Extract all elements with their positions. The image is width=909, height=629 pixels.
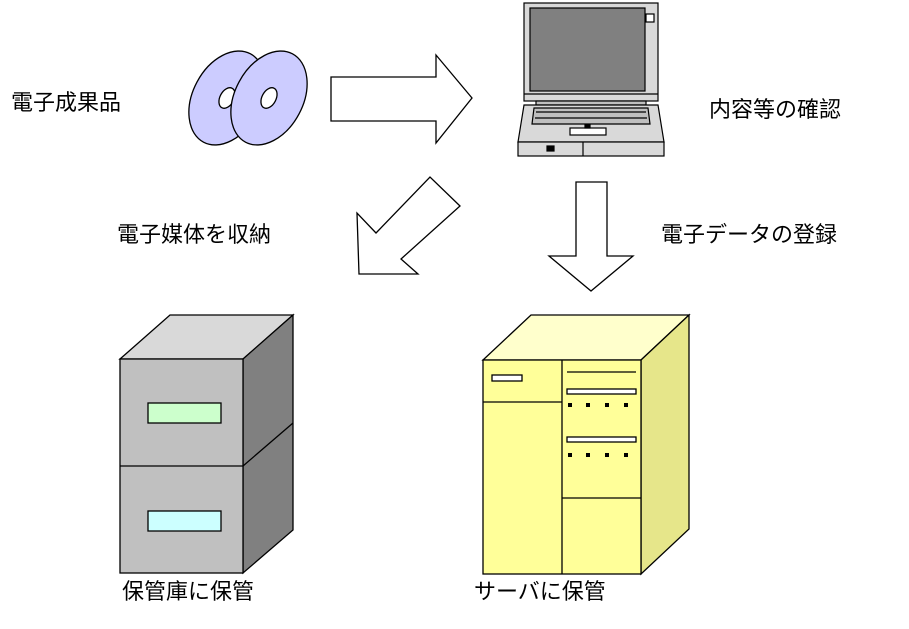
label-server-storage: サーバに保管 [474, 580, 606, 605]
label-content-check: 内容等の確認 [709, 98, 842, 123]
label-electronic-deliverables: 電子成果品 [11, 91, 122, 116]
server-icon [481, 313, 691, 576]
arrow-down [547, 181, 635, 292]
cabinet-drawer-bottom [147, 510, 222, 532]
label-storage-cabinet: 保管庫に保管 [122, 580, 255, 605]
arrow-right [330, 53, 473, 145]
arrow-down-left [356, 176, 461, 275]
cd-disc-icon [188, 50, 308, 146]
laptop-icon [517, 2, 665, 157]
cabinet-drawer-top [147, 402, 222, 424]
filing-cabinet-icon [118, 313, 295, 575]
label-store-media: 電子媒体を収納 [117, 223, 272, 248]
label-register-data: 電子データの登録 [661, 223, 838, 248]
